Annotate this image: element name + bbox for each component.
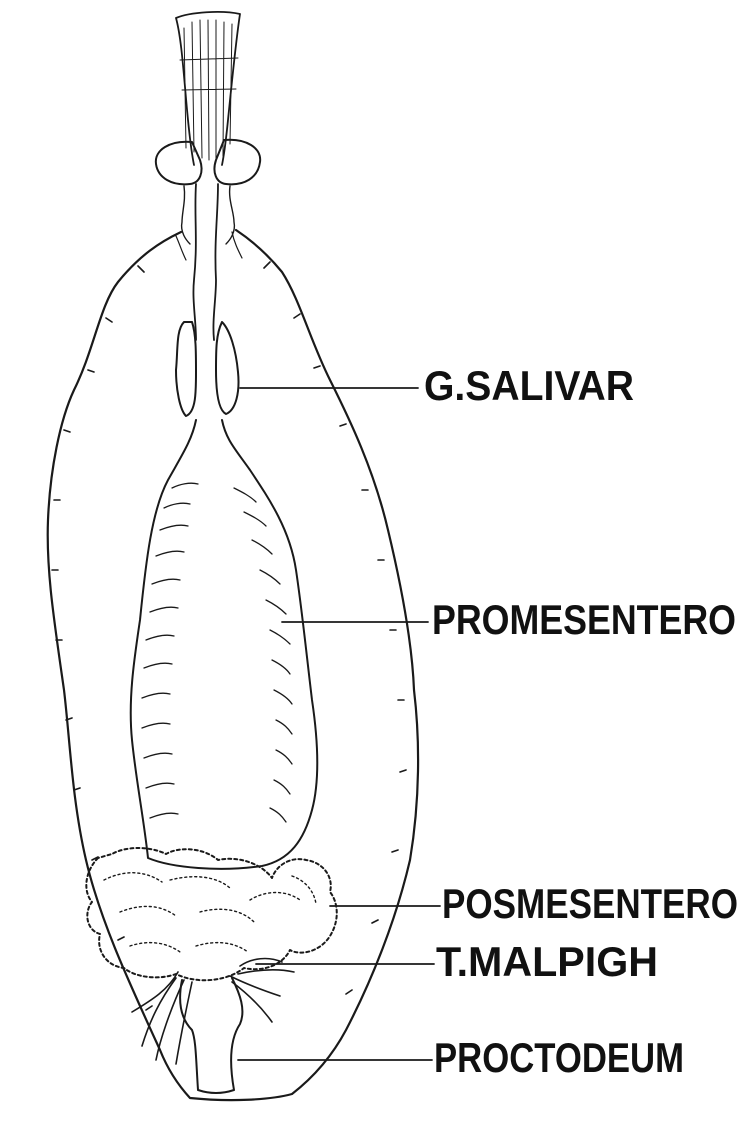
- cerebral-ganglion-right: [214, 140, 260, 185]
- promesentero-folds: [142, 483, 292, 822]
- esophagus-left-wall: [182, 186, 190, 244]
- inner-body-line-right: [232, 232, 242, 258]
- label-posmesentero: POSMESENTERO: [442, 880, 738, 927]
- posmesentero-coils: [104, 873, 316, 952]
- body-outline: [48, 230, 418, 1100]
- body-segment-marks: [52, 262, 406, 1010]
- label-proctodeum: PROCTODEUM: [434, 1034, 684, 1081]
- label-promesentero: PROMESENTERO: [432, 596, 736, 643]
- label-salivary-gland: G.SALIVAR: [424, 362, 634, 409]
- inner-body-line: [176, 236, 186, 260]
- salivary-gland-right: [216, 322, 239, 414]
- malpighian-tubules: [132, 959, 294, 1064]
- promesentero-outline: [131, 420, 318, 869]
- esophagus: [193, 184, 218, 340]
- label-malpighian-tubules: T.MALPIGH: [436, 938, 658, 985]
- salivary-gland-left: [176, 322, 196, 416]
- cerebral-ganglion-left: [156, 142, 202, 185]
